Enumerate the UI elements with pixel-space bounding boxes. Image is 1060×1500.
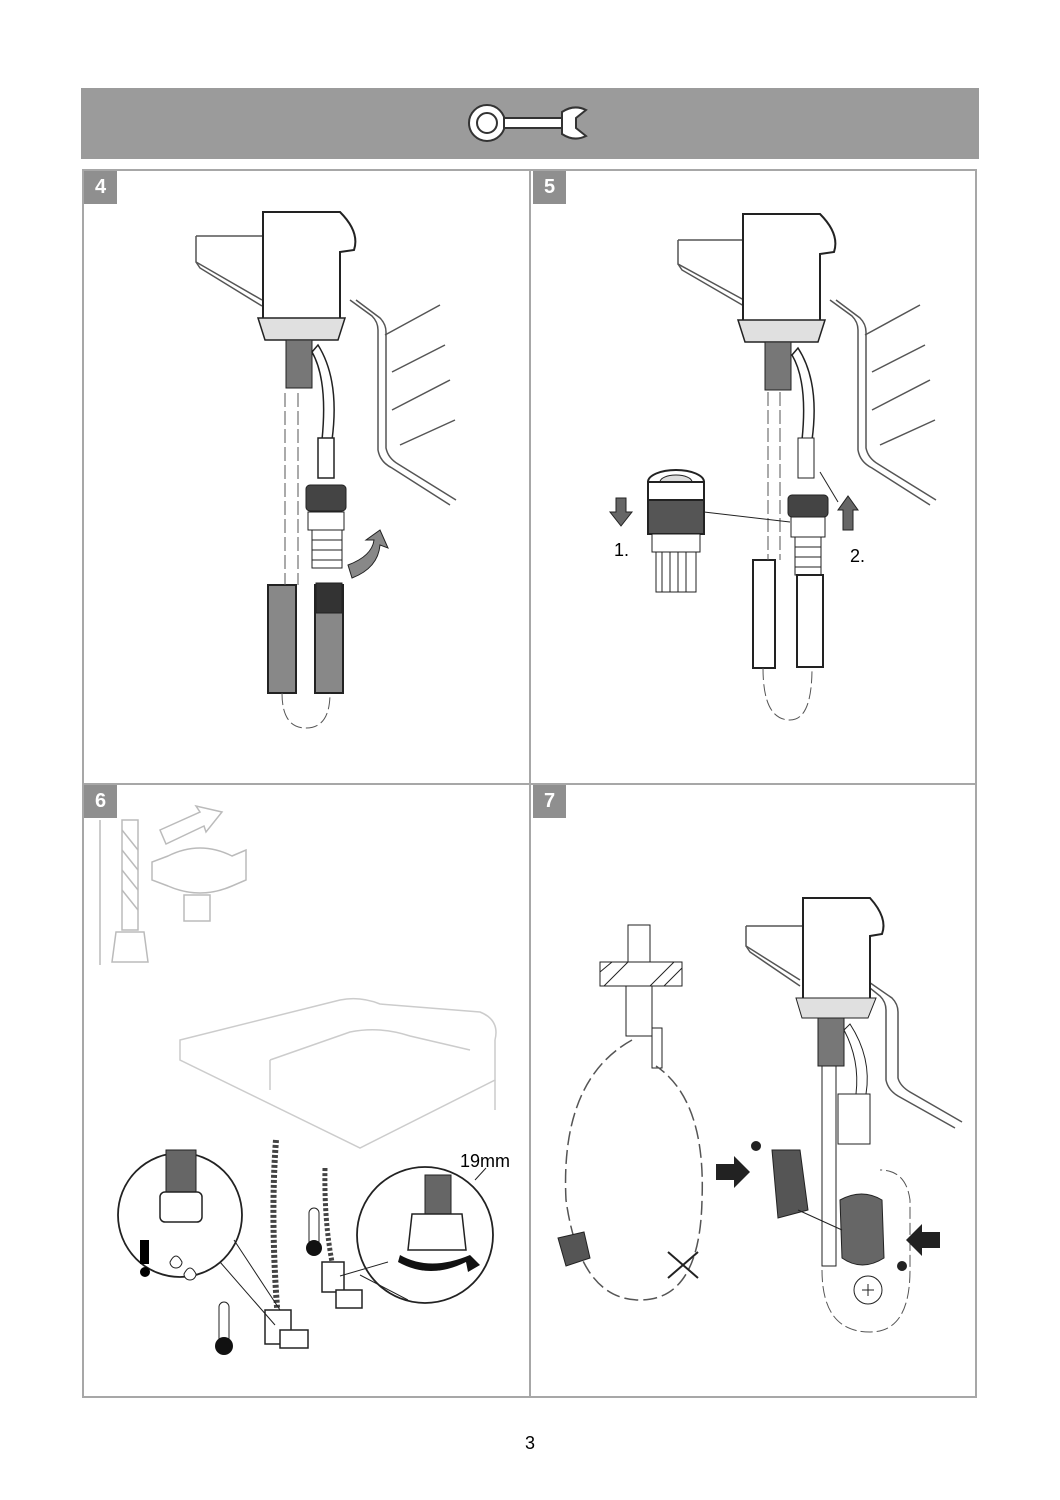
step-number-5: 5 [533,171,566,204]
wrench-icon [468,104,588,142]
exclamation-icon [140,1240,150,1277]
grid-divider-horizontal [82,783,977,785]
step-number-6: 6 [84,785,117,818]
step-number-4: 4 [84,171,117,204]
page-number: 3 [524,1433,535,1453]
step-number-7: 7 [533,785,566,818]
thermometer-icon [215,1207,322,1355]
step-5-label-2: 2. [850,546,866,566]
step-5-label-1: 1. [614,540,630,560]
wrench-size-label: 19mm [460,1151,511,1171]
header-bar [81,88,979,159]
